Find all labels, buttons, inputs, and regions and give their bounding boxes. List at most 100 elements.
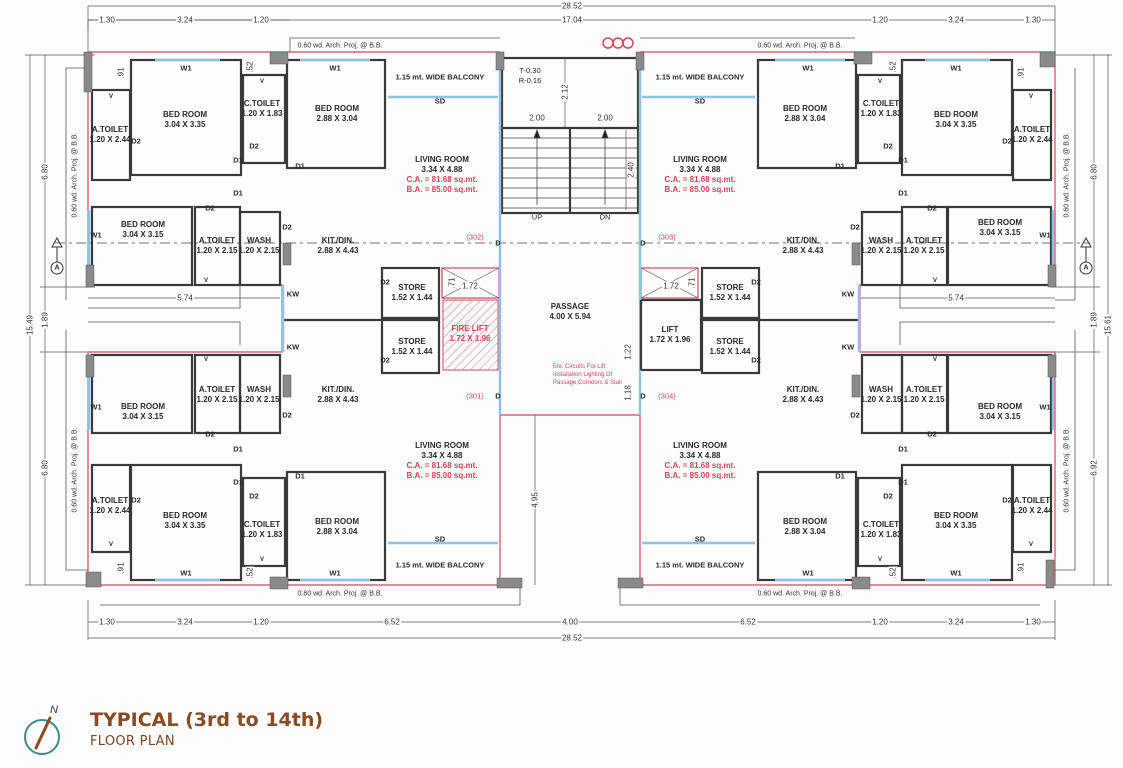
dimension-lines xyxy=(25,5,1112,640)
dim-stair-2-40: 2.40 xyxy=(626,161,636,179)
dim-bottom-right-1: 6.52 xyxy=(739,617,757,627)
projection-outlines xyxy=(65,37,1076,606)
kitchen-bl: KIT./DIN.2.88 X 4.43 xyxy=(317,385,359,404)
tag-w1: W1 xyxy=(1039,230,1051,240)
tag-v: V xyxy=(932,278,938,284)
dim-left-total: 15.49 xyxy=(25,313,35,337)
tag-w1: W1 xyxy=(950,63,962,73)
tag-d1: D1 xyxy=(898,477,908,487)
tag-d2: D2 xyxy=(249,491,259,501)
tag-w1: W1 xyxy=(90,402,102,412)
proj-label-left-upper: 0.60 wd. Arch. Proj. @ B.B. xyxy=(71,132,79,218)
tag-v: V xyxy=(259,557,265,563)
dim-stair-w1: 2.00 xyxy=(528,113,546,123)
tag-d: D xyxy=(640,238,646,248)
section-markers xyxy=(50,236,1093,275)
tag-d1: D1 xyxy=(898,444,908,454)
tag-d1: D1 xyxy=(233,155,243,165)
tag-w1: W1 xyxy=(329,568,341,578)
tag-d2: D2 xyxy=(282,410,292,420)
tag-sd: SD xyxy=(434,96,446,106)
tag-d1: D1 xyxy=(295,161,305,171)
tag-d2: D2 xyxy=(1002,495,1012,505)
dim-71-right: .71 xyxy=(687,276,697,290)
dim-top-inner: 17.04 xyxy=(560,15,584,25)
dim-91-br: .91 xyxy=(1016,561,1026,575)
kitchen-tl: KIT./DIN.2.88 X 4.43 xyxy=(317,236,359,255)
dim-71-left: .71 xyxy=(447,276,457,290)
tag-v: V xyxy=(877,79,883,85)
tag-d1: D1 xyxy=(835,161,845,171)
tag-v: V xyxy=(108,542,114,548)
section-marker-left: A xyxy=(54,264,60,272)
tag-w1: W1 xyxy=(180,568,192,578)
tag-v: V xyxy=(1028,94,1034,100)
tag-w1: W1 xyxy=(90,230,102,240)
tag-v: V xyxy=(932,357,938,363)
stair-down-label: DN xyxy=(599,212,611,222)
flat-id-304: (304) xyxy=(658,391,676,401)
plan-subtitle: FLOOR PLAN xyxy=(90,734,175,749)
proj-label-left-lower: 0.60 wd. Arch. Proj. @ B.B. xyxy=(71,427,79,513)
kitchen-tr: KIT./DIN.2.88 X 4.43 xyxy=(782,236,824,255)
tag-d2: D2 xyxy=(850,410,860,420)
dim-top-right-2: 3.24 xyxy=(947,15,965,25)
dim-top-left-1: 1.30 xyxy=(98,15,116,25)
tag-d2: D2 xyxy=(131,136,141,146)
dim-52-tl: .52 xyxy=(245,60,255,74)
tag-sd: SD xyxy=(694,96,706,106)
tag-d2: D2 xyxy=(380,355,390,365)
dim-left-upper: 6.80 xyxy=(40,163,50,181)
dim-top-left-2: 3.24 xyxy=(176,15,194,25)
dim-bottom-left-3: 1.20 xyxy=(252,617,270,627)
proj-label-top-left: 0.60 wd. Arch. Proj. @ B.B. xyxy=(297,42,383,50)
dim-52-br: .52 xyxy=(888,566,898,580)
proj-label-top-right: 0.60 wd. Arch. Proj. @ B.B. xyxy=(757,42,843,50)
tag-w1: W1 xyxy=(802,568,814,578)
dim-5-74-left: 5.74 xyxy=(176,293,194,303)
proj-label-bottom-right: 0.60 wd. Arch. Proj. @ B.B. xyxy=(757,590,843,598)
dim-91-tl: .91 xyxy=(116,66,126,80)
dim-right-upper: 6.80 xyxy=(1089,163,1099,181)
section-marker-right: A xyxy=(1083,264,1089,272)
tag-d1: D1 xyxy=(233,477,243,487)
tag-d: D xyxy=(495,391,501,401)
stair-treads xyxy=(502,128,638,209)
walls xyxy=(90,56,1053,582)
tag-d2: D2 xyxy=(751,355,761,365)
dim-top-right-1: 1.20 xyxy=(871,15,889,25)
tag-d2: D2 xyxy=(380,277,390,287)
balcony-tl: 1.15 mt. WIDE BALCONY xyxy=(395,72,485,82)
tag-w1: W1 xyxy=(180,63,192,73)
tag-kw: KW xyxy=(841,289,855,299)
flat-id-303: (303) xyxy=(658,232,676,242)
flat-id-301: (301) xyxy=(466,391,484,401)
dim-5-74-right: 5.74 xyxy=(947,293,965,303)
tag-w1: W1 xyxy=(1039,402,1051,412)
tag-v: V xyxy=(108,94,114,100)
tag-d2: D2 xyxy=(927,203,937,213)
dim-bottom-left-1: 1.30 xyxy=(98,617,116,627)
dim-172-left: 1.72 xyxy=(461,281,479,291)
dim-stair-2-12: 2.12 xyxy=(560,83,570,101)
dim-top-total: 28.52 xyxy=(560,1,584,11)
tag-v: V xyxy=(203,278,209,284)
